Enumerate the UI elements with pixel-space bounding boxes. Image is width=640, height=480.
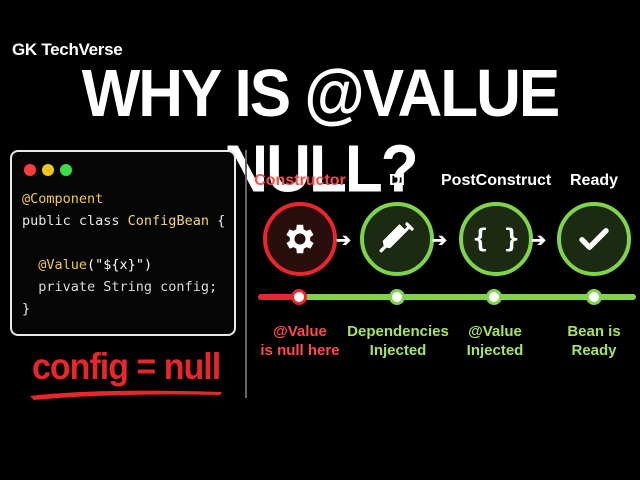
null-label: config = null <box>32 346 221 388</box>
code-line-4: private String config; <box>38 279 218 295</box>
code-line-2-class: ConfigBean <box>127 213 209 229</box>
minimize-dot-icon <box>42 164 54 176</box>
code-line-3-string: ("${x}") <box>87 257 153 273</box>
timeline-track <box>258 294 636 300</box>
caption-postconstruct: @Value Injected <box>440 322 550 360</box>
syringe-icon <box>379 222 414 253</box>
code-line-2-keyword: public class <box>22 213 128 229</box>
stage-postconstruct: { } <box>459 202 533 276</box>
timeline-track-null <box>258 294 302 300</box>
caption-line: @Value <box>468 323 522 340</box>
stage-di <box>360 202 434 276</box>
page-title: WHY IS @VALUE NULL? <box>81 56 561 207</box>
stage-constructor <box>263 202 337 276</box>
stage-title-ready: Ready <box>569 172 619 189</box>
maximize-dot-icon <box>60 164 72 176</box>
timeline-marker-ready <box>586 289 602 305</box>
caption-di: Dependencies Injected <box>343 322 453 360</box>
stage-title-constructor: Constructor <box>254 172 346 189</box>
close-dot-icon <box>24 164 36 176</box>
caption-line: Injected <box>466 342 524 359</box>
code-line-3-annotation: @Value <box>38 257 88 273</box>
code-window: @Component public class ConfigBean { @Va… <box>10 150 236 336</box>
timeline-marker-di <box>389 289 405 305</box>
arrow-right-icon: ➔ <box>432 230 448 250</box>
brush-underline <box>30 390 222 400</box>
caption-constructor: @Value is null here <box>245 322 355 360</box>
stage-ready <box>557 202 631 276</box>
stage-title-postconstruct: PostConstruct <box>441 172 552 189</box>
code-line-2-end: { <box>208 213 226 229</box>
window-controls <box>24 164 72 176</box>
code-line-5: } <box>22 301 31 317</box>
caption-line: @Value <box>273 323 327 340</box>
gear-icon <box>286 224 314 254</box>
caption-line: Dependencies <box>347 323 449 340</box>
code-block: @Component public class ConfigBean { @Va… <box>22 188 225 320</box>
caption-line: is null here <box>260 342 340 359</box>
arrow-right-icon: ➔ <box>336 230 352 250</box>
brand-name: GK TechVerse <box>12 40 123 59</box>
check-icon <box>579 228 609 250</box>
caption-line: Ready <box>571 342 617 359</box>
divider <box>245 150 247 398</box>
timeline-marker-postconstruct <box>486 289 502 305</box>
braces-icon: { } <box>472 224 520 254</box>
caption-line: Injected <box>369 342 427 359</box>
stage-title-di: DI <box>389 172 405 189</box>
code-line-1: @Component <box>22 191 104 207</box>
timeline-marker-constructor <box>291 289 307 305</box>
arrow-right-icon: ➔ <box>531 230 547 250</box>
caption-line: Bean is <box>567 323 621 340</box>
caption-ready: Bean is Ready <box>539 322 640 360</box>
